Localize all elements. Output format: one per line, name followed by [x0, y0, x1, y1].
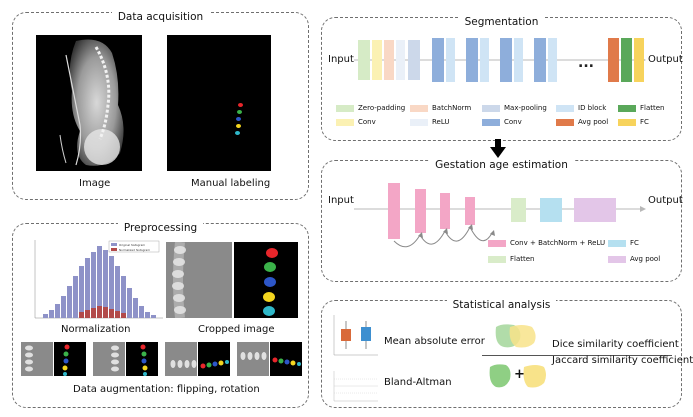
bland-altman-thumbnail — [330, 369, 380, 403]
legend-id-block: ID block — [556, 104, 606, 112]
statistical-analysis-panel: Statistical analysis Mean absolute error… — [321, 299, 693, 408]
gestation-output-label: Output — [648, 195, 683, 206]
legend-swatch-conv-batchnorm-relu — [488, 239, 506, 247]
dice-venn-icon — [492, 321, 540, 351]
cropped-image-caption: Cropped image — [198, 324, 275, 335]
label-dot — [236, 124, 241, 128]
data-acquisition-title: Data acquisition — [111, 11, 210, 23]
gestation-age-title: Gestation age estimation — [429, 159, 574, 171]
xray-illustration — [59, 39, 124, 166]
legend-flatten: Flatten — [618, 104, 665, 112]
jaccard-plus-sign: + — [514, 367, 525, 382]
image-caption: Image — [79, 178, 111, 189]
statistics-divider — [482, 355, 672, 356]
segmentation-title: Segmentation — [458, 16, 545, 28]
legend-zero-padding: Zero-padding — [336, 104, 405, 112]
gestation-network-svg — [354, 183, 646, 248]
legend-swatch-avg-pool-gestation — [608, 255, 626, 263]
legend-swatch-max-pooling — [482, 104, 500, 112]
cropped-spine-illustration — [166, 242, 232, 318]
legend-avg-pool-gestation: Avg pool — [608, 255, 660, 263]
label-dot — [263, 306, 275, 316]
jaccard-coefficient-label: Jaccard similarity coefficient — [552, 355, 693, 366]
augmentation-illustration — [21, 342, 302, 376]
boxplot-thumbnail — [330, 313, 380, 359]
histogram-legend-original: Original histogram — [119, 243, 145, 247]
legend-conv-batchnorm-relu: Conv + BatchNorm + ReLU — [488, 239, 605, 247]
label-dot — [264, 277, 276, 287]
legend-swatch-conv-blue — [482, 118, 500, 126]
preprocessing-title: Preprocessing — [117, 222, 204, 234]
xray-image — [36, 35, 142, 171]
legend-swatch-batchnorm — [410, 104, 428, 112]
label-dot — [263, 292, 275, 302]
label-dot — [264, 262, 276, 272]
label-dot — [236, 117, 241, 121]
dice-overlap-shapes — [495, 324, 536, 348]
histogram-legend-normalized: Normalized histogram — [119, 248, 150, 252]
legend-max-pooling: Max-pooling — [482, 104, 547, 112]
gestation-network-diagram — [322, 161, 683, 251]
legend-swatch-fc-gestation — [608, 239, 626, 247]
legend-swatch-conv-yellow — [336, 118, 354, 126]
preprocessing-panel: Preprocessing — [12, 222, 309, 408]
manual-labeling-caption: Manual labeling — [191, 178, 271, 189]
legend-swatch-flatten-gestation — [488, 255, 506, 263]
legend-batchnorm: BatchNorm — [410, 104, 471, 112]
segmentation-ellipsis: ... — [578, 55, 594, 71]
legend-swatch-relu — [410, 118, 428, 126]
label-dot — [266, 248, 278, 258]
legend-swatch-id-block — [556, 104, 574, 112]
label-dot — [238, 103, 243, 107]
legend-conv-yellow: Conv — [336, 118, 376, 126]
legend-avg-pool: Avg pool — [556, 118, 608, 126]
segmentation-panel: Segmentation Input Output ... Zero-paddi… — [321, 16, 683, 141]
cropped-labels — [234, 242, 298, 318]
bland-altman-illustration — [333, 371, 378, 402]
dice-coefficient-label: Dice similarity coefficient — [552, 339, 679, 350]
segmentation-network-diagram: ... — [322, 18, 683, 98]
histogram-chart: Original histogram Normalized histogram — [34, 240, 163, 319]
jaccard-union-icon — [488, 361, 548, 391]
legend-swatch-fc — [618, 118, 636, 126]
statistical-analysis-title: Statistical analysis — [446, 299, 557, 311]
segmentation-legend: Zero-padding BatchNorm Max-pooling ID bl… — [336, 104, 676, 134]
label-dot — [237, 110, 242, 114]
cropped-spine-gray — [166, 242, 232, 318]
label-dot — [235, 131, 240, 135]
legend-relu: ReLU — [410, 118, 450, 126]
mean-absolute-error-label: Mean absolute error — [384, 336, 485, 347]
boxplot-illustration — [333, 315, 378, 356]
segmentation-output-label: Output — [648, 54, 683, 65]
legend-fc-gestation: FC — [608, 239, 639, 247]
legend-fc: FC — [618, 118, 649, 126]
histogram-plot: Original histogram Normalized histogram — [29, 238, 165, 328]
jaccard-union-shapes — [489, 364, 546, 388]
bland-altman-label: Bland-Altman — [384, 377, 452, 388]
legend-conv-blue: Conv — [482, 118, 522, 126]
legend-swatch-avg-pool — [556, 118, 574, 126]
segmentation-input-label: Input — [328, 54, 354, 65]
augmentation-strip — [19, 342, 305, 378]
gestation-input-label: Input — [328, 195, 354, 206]
legend-swatch-zero-padding — [336, 104, 354, 112]
flow-down-arrow-icon — [490, 139, 506, 158]
augmentation-caption: Data augmentation: flipping, rotation — [73, 384, 260, 395]
data-acquisition-panel: Data acquisition Image Manual labeling — [12, 11, 309, 200]
segmentation-network-svg: ... — [354, 38, 646, 82]
manual-labeling-image — [167, 35, 271, 171]
gestation-legend: Conv + BatchNorm + ReLU FC Flatten Avg p… — [488, 239, 678, 269]
normalization-caption: Normalization — [61, 324, 131, 335]
legend-swatch-flatten — [618, 104, 636, 112]
legend-flatten-gestation: Flatten — [488, 255, 535, 263]
gestation-age-panel: Gestation age estimation Input Output — [321, 159, 683, 282]
